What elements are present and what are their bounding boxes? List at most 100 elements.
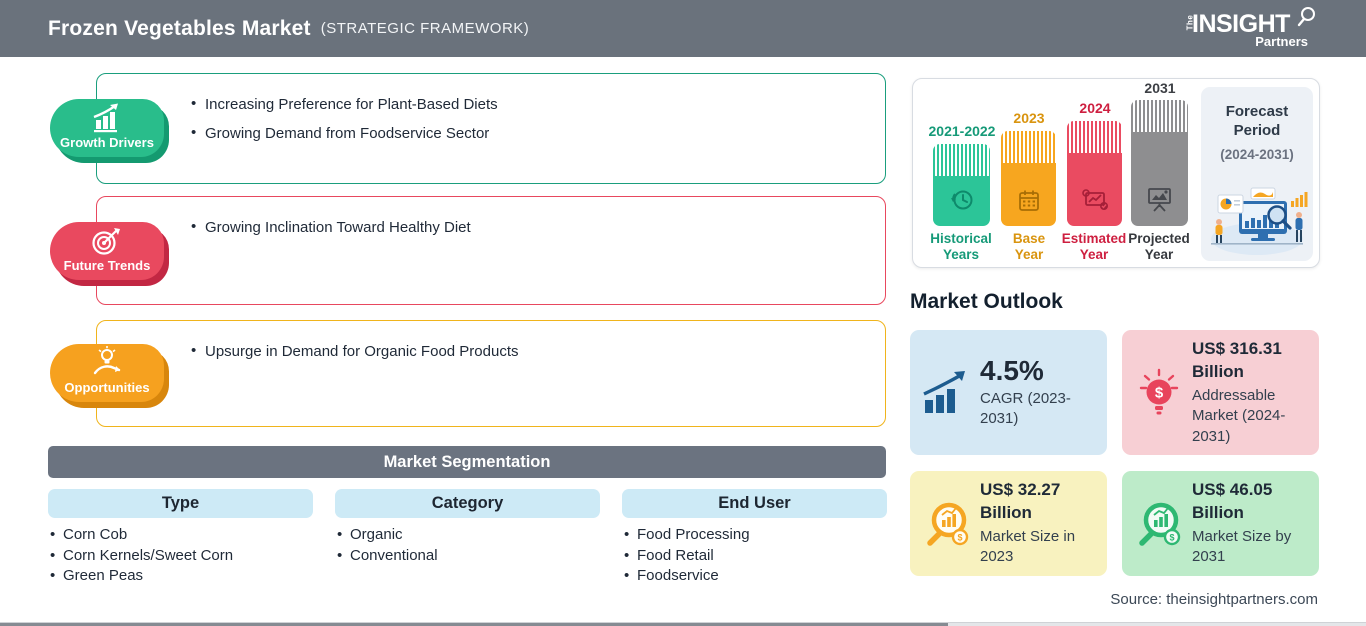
opportunities-box: Upsurge in Demand for Organic Food Produ… <box>96 320 886 427</box>
magnifier-chart-icon: $ <box>927 502 969 546</box>
opportunity-item: Upsurge in Demand for Organic Food Produ… <box>191 342 865 360</box>
timeline-label-estimated: Estimated Year <box>1056 231 1132 262</box>
bar-body <box>933 176 990 226</box>
future-trends-label: Future Trends <box>63 258 151 273</box>
segment-header-label: Type <box>161 494 200 512</box>
bar-stripes <box>1067 121 1122 153</box>
segment-list-category: Organic Conventional <box>337 525 607 566</box>
timeline-label-line: Year <box>1014 246 1044 262</box>
list-item: Organic <box>337 525 607 546</box>
svg-text:$: $ <box>1169 532 1174 542</box>
segment-header-category: Category <box>335 489 600 518</box>
market-size-2023-card: $ US$ 32.27 Billion Market Size in 2023 <box>910 471 1107 576</box>
market-size-2031-desc: Market Size by 2031 <box>1192 528 1292 566</box>
forecast-line: Period <box>1233 122 1281 139</box>
analysts-illustration <box>1211 187 1308 255</box>
timeline-label-line: Year <box>1079 246 1109 262</box>
bar-stripes <box>1001 131 1056 163</box>
market-segmentation-bar: Market Segmentation <box>48 446 886 478</box>
calendar-icon <box>1018 190 1039 211</box>
growth-chart-icon <box>93 103 118 133</box>
timeline-year: 2021-2022 <box>928 123 996 139</box>
source-attribution: Source: theinsightpartners.com <box>1110 591 1318 608</box>
growth-drivers-box: Increasing Preference for Plant-Based Di… <box>96 73 886 184</box>
timeline-label-line: Estimated <box>1061 231 1127 246</box>
history-clock-icon <box>950 190 972 210</box>
cagr-card: 4.5% CAGR (2023-2031) <box>910 330 1107 455</box>
segment-header-end-user: End User <box>622 489 887 518</box>
list-item: Green Peas <box>50 566 320 587</box>
opportunities-pill: Opportunities <box>50 344 164 402</box>
timeline-bar-estimated <box>1067 121 1122 226</box>
market-size-2023-value: US$ 32.27 Billion <box>980 480 1061 523</box>
list-item: Conventional <box>337 546 607 567</box>
timeline-label-projected: Projected Year <box>1121 231 1197 262</box>
bar-stripes <box>933 144 990 176</box>
list-item: Food Processing <box>624 525 894 546</box>
cagr-value: 4.5% <box>980 354 1044 386</box>
forecast-period-panel: Forecast Period (2024-2031) <box>1201 87 1313 261</box>
estimate-chart-icon <box>1081 189 1108 210</box>
opportunities-label: Opportunities <box>64 380 150 395</box>
bar-body <box>1067 153 1122 226</box>
page-title: Frozen Vegetables Market <box>48 16 311 40</box>
logo-partners: Partners <box>1255 34 1308 49</box>
segment-list-type: Corn Cob Corn Kernels/Sweet Corn Green P… <box>50 525 320 587</box>
bulb-dollar-icon: $ <box>1139 368 1179 414</box>
market-size-2031-card: $ US$ 46.05 Billion Market Size by 2031 <box>1122 471 1319 576</box>
bar-body <box>1131 132 1188 226</box>
timeline-label-historical: Historical Years <box>923 231 999 262</box>
timeline-bar-historical <box>933 144 990 226</box>
target-icon <box>92 228 120 255</box>
list-item: Corn Kernels/Sweet Corn <box>50 546 320 567</box>
growth-drivers-pill: Growth Drivers <box>50 99 164 157</box>
timeline-label-line: Year <box>1144 246 1174 262</box>
cagr-desc: CAGR (2023-2031) <box>980 389 1071 427</box>
addressable-market-card: $ US$ 316.31 Billion Addressable Market … <box>1122 330 1319 455</box>
timeline-bar-base <box>1001 131 1056 226</box>
list-item: Food Retail <box>624 546 894 567</box>
bar-growth-icon <box>923 370 965 413</box>
future-trend-item: Growing Inclination Toward Healthy Diet <box>191 218 865 236</box>
horizontal-scrollbar-track[interactable] <box>0 622 1366 626</box>
segment-header-type: Type <box>48 489 313 518</box>
timeline-year: 2024 <box>1079 100 1111 116</box>
segment-header-label: Category <box>431 494 504 512</box>
timeline-label-base: Base Year <box>991 231 1067 262</box>
horizontal-scrollbar-thumb[interactable] <box>0 623 948 626</box>
future-trends-box: Growing Inclination Toward Healthy Diet <box>96 196 886 305</box>
timeline-label-line: Projected <box>1128 231 1190 246</box>
list-item: Corn Cob <box>50 525 320 546</box>
timeline-card: 2021-2022 2023 2024 2031 <box>912 78 1320 268</box>
list-item: Foodservice <box>624 566 894 587</box>
svg-text:$: $ <box>1155 384 1164 401</box>
magnifier-icon <box>1297 7 1315 27</box>
bulb-hand-icon <box>93 346 121 375</box>
growth-driver-item: Increasing Preference for Plant-Based Di… <box>191 95 865 113</box>
projection-board-icon <box>1147 188 1171 212</box>
timeline-year: 2031 <box>1144 80 1176 96</box>
logo-insight: INSIGHT <box>1192 10 1290 38</box>
timeline-label-line: Years <box>942 246 980 262</box>
growth-drivers-label: Growth Drivers <box>60 135 154 150</box>
market-outlook-title: Market Outlook <box>910 290 1063 313</box>
page-subtitle: (STRATEGIC FRAMEWORK) <box>320 20 530 37</box>
segment-list-end-user: Food Processing Food Retail Foodservice <box>624 525 894 587</box>
insight-partners-logo: The INSIGHT Partners <box>1184 7 1315 50</box>
market-size-2023-desc: Market Size in 2023 <box>980 528 1076 566</box>
timeline-bar-projected <box>1131 100 1188 226</box>
bar-stripes <box>1131 100 1188 132</box>
growth-driver-item: Growing Demand from Foodservice Sector <box>191 124 865 142</box>
market-size-2031-value: US$ 46.05 Billion <box>1192 480 1273 523</box>
market-segmentation-title: Market Segmentation <box>383 452 551 471</box>
segment-header-label: End User <box>718 494 791 512</box>
addressable-market-desc: Addressable Market (2024-2031) <box>1192 387 1286 445</box>
svg-text:$: $ <box>957 532 962 542</box>
timeline-year: 2023 <box>1013 110 1045 126</box>
future-trends-pill: Future Trends <box>50 222 164 280</box>
timeline-label-line: Base <box>1012 231 1046 246</box>
forecast-range: (2024-2031) <box>1220 147 1294 162</box>
forecast-line: Forecast <box>1225 103 1289 120</box>
timeline-label-line: Historical <box>930 231 992 246</box>
